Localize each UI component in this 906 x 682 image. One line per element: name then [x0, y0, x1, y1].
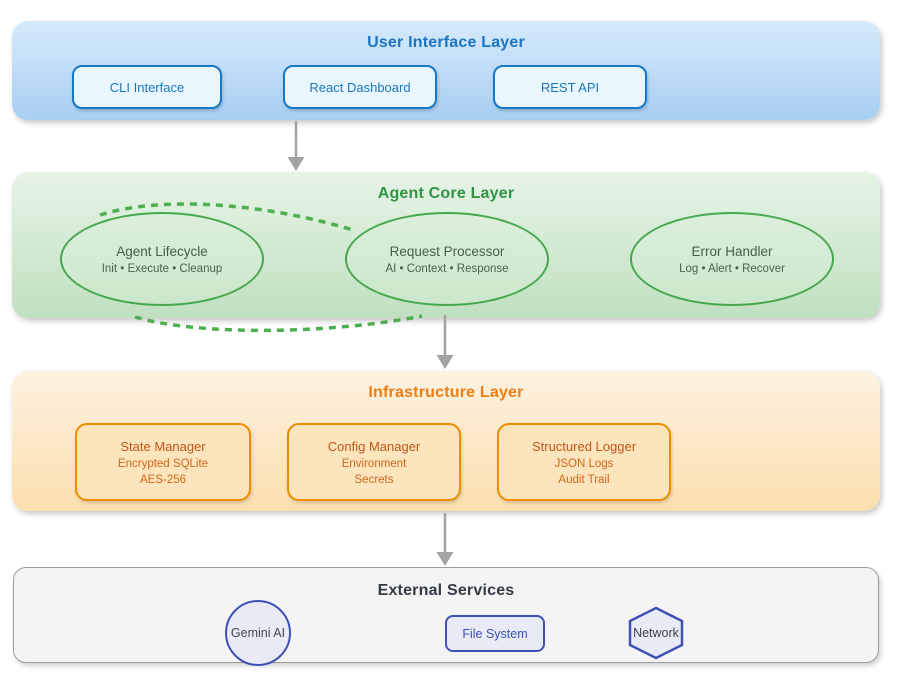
error-handler-node: Error Handler Log • Alert • Recover: [630, 212, 834, 306]
agent-lifecycle-subtitle: Init • Execute • Cleanup: [101, 262, 223, 275]
hexagon-outline: [628, 606, 684, 660]
gemini-ai-label: Gemini AI: [230, 626, 286, 640]
state-manager-line-2: AES-256: [139, 473, 187, 486]
config-manager-line-2: Secrets: [354, 473, 394, 486]
cli-interface-node: CLI Interface: [72, 65, 222, 109]
arrow-agent-to-infra-head: [436, 355, 454, 369]
gemini-ai-node: Gemini AI: [225, 600, 291, 666]
network-label: Network: [633, 626, 679, 640]
config-manager-line-1: Environment: [341, 457, 407, 470]
react-dashboard-label: React Dashboard: [309, 79, 411, 95]
structured-logger-title: Structured Logger: [531, 438, 637, 454]
react-dashboard-node: React Dashboard: [283, 65, 437, 109]
error-handler-title: Error Handler: [691, 243, 773, 259]
arrow-infra-to-external-head: [436, 552, 454, 566]
request-processor-subtitle: AI • Context • Response: [385, 262, 509, 275]
request-processor-title: Request Processor: [389, 243, 505, 259]
config-manager-title: Config Manager: [327, 438, 421, 454]
cli-interface-label: CLI Interface: [109, 79, 185, 95]
dashed-link-processor-to-lifecycle: [134, 314, 423, 333]
agent-lifecycle-node: Agent Lifecycle Init • Execute • Cleanup: [60, 212, 264, 306]
agent-core-layer-title: Agent Core Layer: [377, 185, 515, 202]
structured-logger-line-2: Audit Trail: [558, 473, 610, 486]
file-system-label: File System: [462, 626, 528, 641]
structured-logger-line-1: JSON Logs: [554, 457, 614, 470]
rest-api-node: REST API: [493, 65, 647, 109]
request-processor-node: Request Processor AI • Context • Respons…: [345, 212, 549, 306]
config-manager-node: Config Manager Environment Secrets: [287, 423, 461, 501]
state-manager-node: State Manager Encrypted SQLite AES-256: [75, 423, 251, 501]
network-hexagon-shape: [628, 606, 684, 660]
error-handler-subtitle: Log • Alert • Recover: [679, 262, 785, 275]
external-services-title: External Services: [377, 582, 515, 599]
user-interface-layer-title: User Interface Layer: [367, 34, 525, 51]
file-system-node: File System: [445, 615, 545, 652]
infrastructure-layer-title: Infrastructure Layer: [368, 384, 524, 401]
rest-api-label: REST API: [540, 79, 600, 95]
state-manager-title: State Manager: [120, 438, 206, 454]
structured-logger-node: Structured Logger JSON Logs Audit Trail: [497, 423, 671, 501]
state-manager-line-1: Encrypted SQLite: [117, 457, 209, 470]
arrow-ui-to-agent-head: [287, 157, 305, 171]
agent-lifecycle-title: Agent Lifecycle: [116, 243, 208, 259]
